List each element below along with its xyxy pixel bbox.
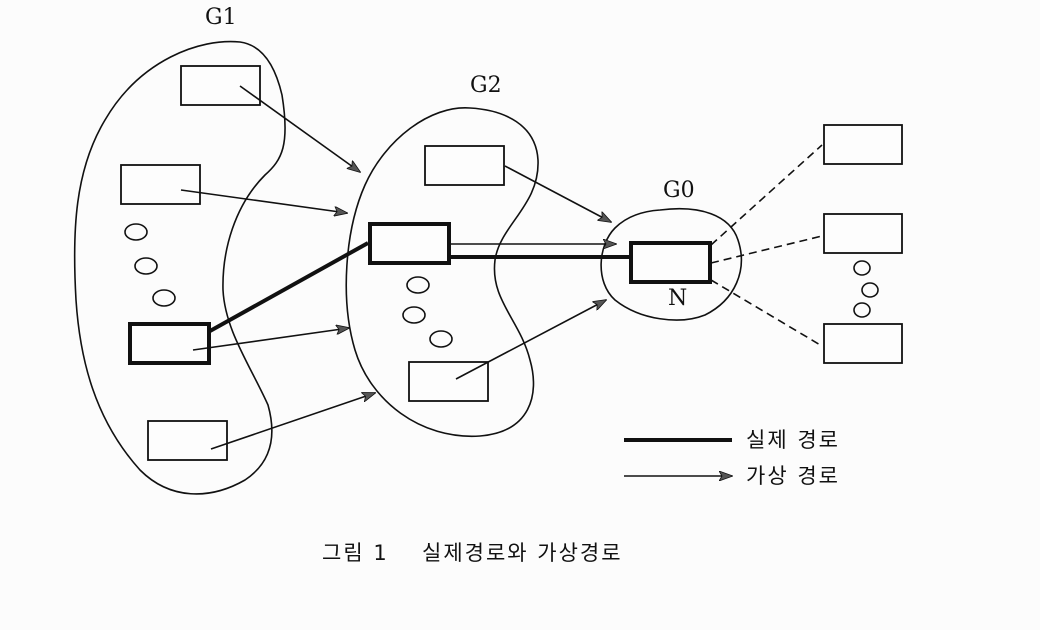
legend: 실제 경로 가상 경로: [624, 428, 840, 488]
virtual-path-arrow: [180, 189, 347, 213]
external-node-2: [823, 213, 903, 254]
virtual-path-arrow: [504, 165, 611, 222]
external-node-1: [823, 124, 903, 165]
legend-virtual-path-label: 가상 경로: [746, 464, 840, 488]
ellipsis-dot: [861, 282, 879, 298]
ellipsis-dot: [853, 260, 871, 276]
virtual-path-arrow: [239, 85, 360, 172]
g1-source-node: [128, 322, 211, 365]
g1-node-4: [147, 420, 228, 461]
ellipsis-dot: [406, 276, 430, 294]
legend-real-path-label: 실제 경로: [746, 428, 840, 452]
virtual-path-arrow: [192, 328, 349, 351]
group-g1-label: G1: [205, 5, 237, 30]
real-path-segment: [209, 241, 369, 333]
virtual-path-arrow: [210, 393, 375, 450]
ellipsis-dot: [152, 289, 176, 307]
group-g0-label: G0: [663, 178, 695, 203]
g1-node-2: [120, 164, 201, 205]
g0-node-n: [629, 241, 712, 284]
group-g2-boundary: [345, 107, 539, 437]
group-g1-boundary: [73, 40, 286, 495]
g2-node-1: [424, 145, 505, 186]
external-node-3: [823, 323, 903, 364]
dashed-link: [710, 279, 823, 347]
ellipsis-dot: [134, 257, 158, 275]
group-g0-boundary: [600, 208, 743, 321]
g2-relay-node: [368, 222, 451, 265]
caption-title: 실제경로와 가상경로: [422, 541, 623, 565]
ellipsis-dot: [853, 302, 871, 318]
dashed-link: [710, 235, 823, 264]
virtual-path-arrow: [455, 300, 606, 380]
group-g2-label: G2: [470, 73, 502, 98]
g1-node-1: [180, 65, 261, 106]
ellipsis-dot: [124, 223, 148, 241]
ellipsis-dot: [429, 330, 453, 348]
caption-number: 그림 1: [322, 541, 389, 565]
dashed-link: [710, 144, 823, 246]
ellipsis-dot: [402, 306, 426, 324]
node-n-label: N: [668, 286, 687, 311]
